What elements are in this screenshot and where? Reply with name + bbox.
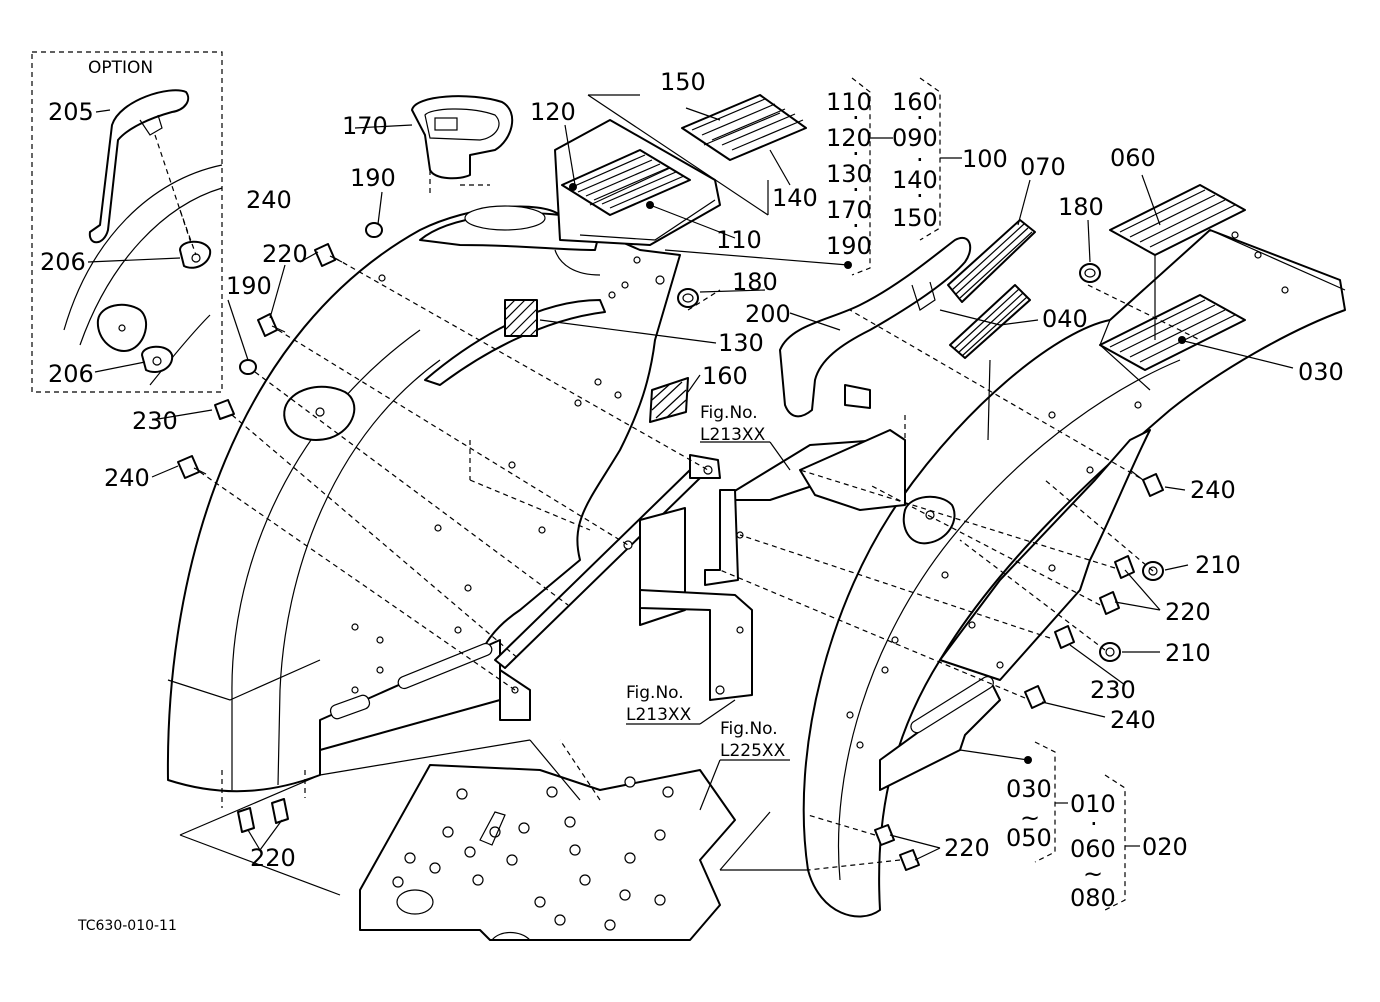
callout-160: 160: [702, 362, 748, 390]
callout-220-a: 220: [262, 240, 308, 268]
callout-240-c: 240: [1190, 476, 1236, 504]
callout-205: 205: [48, 98, 94, 126]
svg-text:·: ·: [916, 146, 924, 174]
fig-ref-1-ref: L213XX: [700, 425, 766, 445]
fig-ref-2-caption: Fig.No.: [626, 683, 684, 703]
group-100-col2-3: 150: [892, 204, 938, 232]
reflector-130: [504, 299, 538, 337]
grab-handle-200: [779, 237, 972, 418]
option-title: OPTION: [88, 58, 153, 78]
callout-220-b: 220: [250, 844, 296, 872]
recess-right: [902, 495, 956, 545]
group-100-col1-0: 110: [826, 88, 872, 116]
callout-120: 120: [530, 98, 576, 126]
callout-206-a: 206: [40, 248, 86, 276]
fig-ref-3-caption: Fig.No.: [720, 719, 778, 739]
callout-150: 150: [660, 68, 706, 96]
label-120: [561, 149, 691, 216]
grab-handle-option: [88, 89, 190, 244]
group-020: 030 ~ 050 010 · 060 ~ 080 020: [1006, 741, 1188, 912]
group-020-range1-tilde: ~: [1020, 804, 1040, 832]
callout-220-d: 220: [944, 834, 990, 862]
callout-040: 040: [1042, 305, 1088, 333]
callout-140: 140: [772, 184, 818, 212]
svg-text:·: ·: [916, 104, 924, 132]
reflector-160: [649, 377, 689, 423]
fig-ref-2-ref: L213XX: [626, 705, 692, 725]
svg-text:·: ·: [852, 104, 860, 132]
group-100-total: 100: [962, 145, 1008, 173]
group-020-total2: 020: [1142, 833, 1188, 861]
group-100-col2-2: 140: [892, 166, 938, 194]
fig-ref-2: Fig.No. L213XX: [626, 683, 692, 725]
group-020-range1-end: 050: [1006, 824, 1052, 852]
leaders-top: [564, 94, 791, 239]
callout-240-d: 240: [1110, 706, 1156, 734]
floor-plate: [359, 764, 736, 941]
fig-ref-1: Fig.No. L213XX: [700, 403, 766, 445]
callout-110: 110: [716, 226, 762, 254]
fasteners: [177, 222, 1164, 871]
callout-210-a: 210: [1195, 551, 1241, 579]
left-fender: [166, 119, 721, 793]
callout-130: 130: [718, 329, 764, 357]
drawing-code: TC630-010-11: [77, 918, 177, 934]
group-100-col1-4: 190: [826, 232, 872, 260]
callout-190-b: 190: [226, 272, 272, 300]
group-100-col2-1: 090: [892, 124, 938, 152]
callout-180-a: 180: [732, 268, 778, 296]
callout-030: 030: [1298, 358, 1344, 386]
callout-190-a: 190: [350, 164, 396, 192]
decal-040: [949, 284, 1031, 359]
group-100-col1-1: 120: [826, 124, 872, 152]
fig-ref-1-caption: Fig.No.: [700, 403, 758, 423]
callout-206-b: 206: [48, 360, 94, 388]
callout-180-b: 180: [1058, 193, 1104, 221]
svg-text:·: ·: [852, 140, 860, 168]
group-100: 110 · 120 · 130 · 170 · 190 160 · 090 · …: [826, 77, 1008, 276]
leader-lines: [151, 124, 1294, 861]
svg-text:·: ·: [916, 182, 924, 210]
fig-ref-3-ref: L225XX: [720, 741, 786, 761]
group-020-total1: 010: [1070, 790, 1116, 818]
callout-060: 060: [1110, 144, 1156, 172]
callout-170: 170: [342, 112, 388, 140]
side-skirt: [939, 429, 1151, 681]
fig-ref-3: Fig.No. L225XX: [720, 719, 786, 761]
center-brackets: [494, 384, 906, 721]
svg-text:·: ·: [1090, 810, 1098, 838]
svg-text:·: ·: [852, 212, 860, 240]
group-020-range2-end: 080: [1070, 884, 1116, 912]
callout-240-b: 240: [104, 464, 150, 492]
callout-220-c: 220: [1165, 598, 1211, 626]
decal-060: [1109, 184, 1246, 256]
storage-box-170: [411, 95, 514, 180]
right-fender: [802, 229, 1346, 918]
callout-070: 070: [1020, 153, 1066, 181]
callout-210-b: 210: [1165, 639, 1211, 667]
decal-150: [681, 94, 807, 161]
leader-dots: [569, 183, 1186, 764]
group-020-range2-a: 060: [1070, 835, 1116, 863]
option-box: OPTION: [31, 51, 223, 393]
group-100-col2-0: 160: [892, 88, 938, 116]
fig-ref-leaders: [179, 441, 808, 896]
callout-200: 200: [745, 300, 791, 328]
svg-text:·: ·: [852, 176, 860, 204]
callouts: 205 206 206 170 120 150 140 110 190 190 …: [40, 68, 1344, 872]
group-020-range2-tilde: ~: [1083, 860, 1103, 888]
assembly-lines: [179, 170, 1201, 871]
group-100-col1-2: 130: [826, 160, 872, 188]
callout-230-a: 230: [132, 407, 178, 435]
callout-230-b: 230: [1090, 676, 1136, 704]
callout-240-a: 240: [246, 186, 292, 214]
decal-070: [947, 219, 1036, 303]
decal-030: [1099, 294, 1246, 371]
group-100-col1-3: 170: [826, 196, 872, 224]
group-020-range1-start: 030: [1006, 775, 1052, 803]
